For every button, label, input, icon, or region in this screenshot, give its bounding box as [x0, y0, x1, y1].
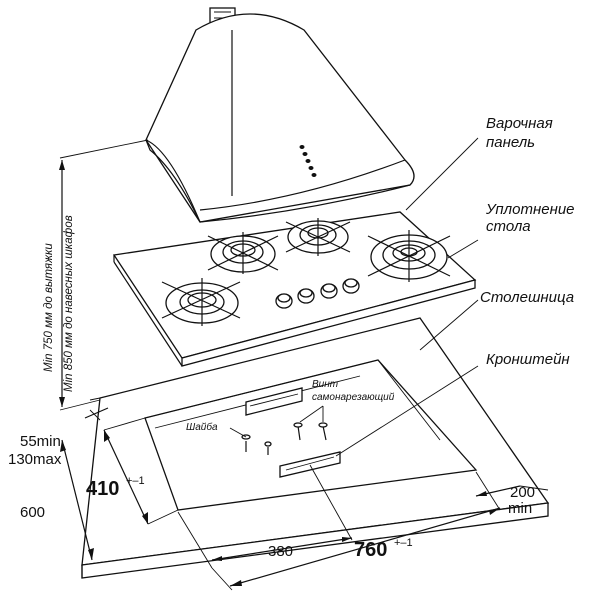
label-screw-line2: самонарезающий: [312, 392, 395, 403]
knob-icon: [320, 283, 338, 299]
dim-depth-tol: +–1: [126, 475, 145, 487]
knob-icon: [297, 288, 315, 304]
burner-front-left: [161, 278, 241, 326]
label-seal-line2: стола: [486, 218, 531, 235]
label-screw-line1: Винт: [312, 379, 338, 390]
knob-icon: [342, 278, 360, 294]
height-dimension: [59, 139, 149, 411]
dim-side-clear-value: 200: [510, 484, 535, 501]
label-seal-line1: Уплотнение: [485, 201, 575, 218]
screw-icon: [293, 422, 303, 441]
dim-edge-min: 55min: [20, 433, 61, 450]
dim-depth-cutout: 410: [86, 478, 119, 500]
label-washer: Шайба: [186, 421, 218, 433]
leaders: [229, 137, 479, 457]
label-hob-line1: Варочная: [486, 115, 553, 132]
label-min-cabinets: Min 850 мм до навесных шкафов: [63, 215, 75, 392]
hood-canopy: [145, 13, 415, 223]
label-min-hood: Min 750 мм до вытяжки: [43, 243, 55, 372]
dim-width-cutout: 760: [354, 539, 387, 561]
dim-width-tol: +–1: [394, 537, 413, 549]
range-hood: [145, 7, 415, 223]
labels: Варочная панель Уплотнение стола Столешн…: [8, 115, 575, 561]
screws: [241, 422, 328, 455]
screw-icon: [318, 422, 328, 441]
hob-panel: [112, 211, 477, 367]
width-dimensions: [177, 464, 549, 591]
burner-rear-center: [285, 218, 351, 256]
burner-rear-left: [207, 232, 279, 274]
cutout: [144, 359, 478, 511]
knob-icon: [275, 293, 293, 309]
label-hob-line2: панель: [486, 134, 535, 151]
label-bracket: Кронштейн: [486, 351, 570, 368]
burner-right-wok: [367, 230, 451, 282]
depth-dimensions: [60, 397, 179, 561]
washer-icon: [264, 441, 272, 455]
dim-depth-total: 600: [20, 504, 45, 521]
dim-side-clear-unit: min: [508, 500, 532, 517]
dim-edge-max: 130max: [8, 451, 62, 468]
bracket-front: [279, 451, 341, 478]
dim-screw-spacing: 380: [268, 543, 293, 560]
label-countertop: Столешница: [480, 289, 574, 306]
bracket-rear: [245, 387, 303, 416]
hood-buttons: [299, 145, 317, 177]
